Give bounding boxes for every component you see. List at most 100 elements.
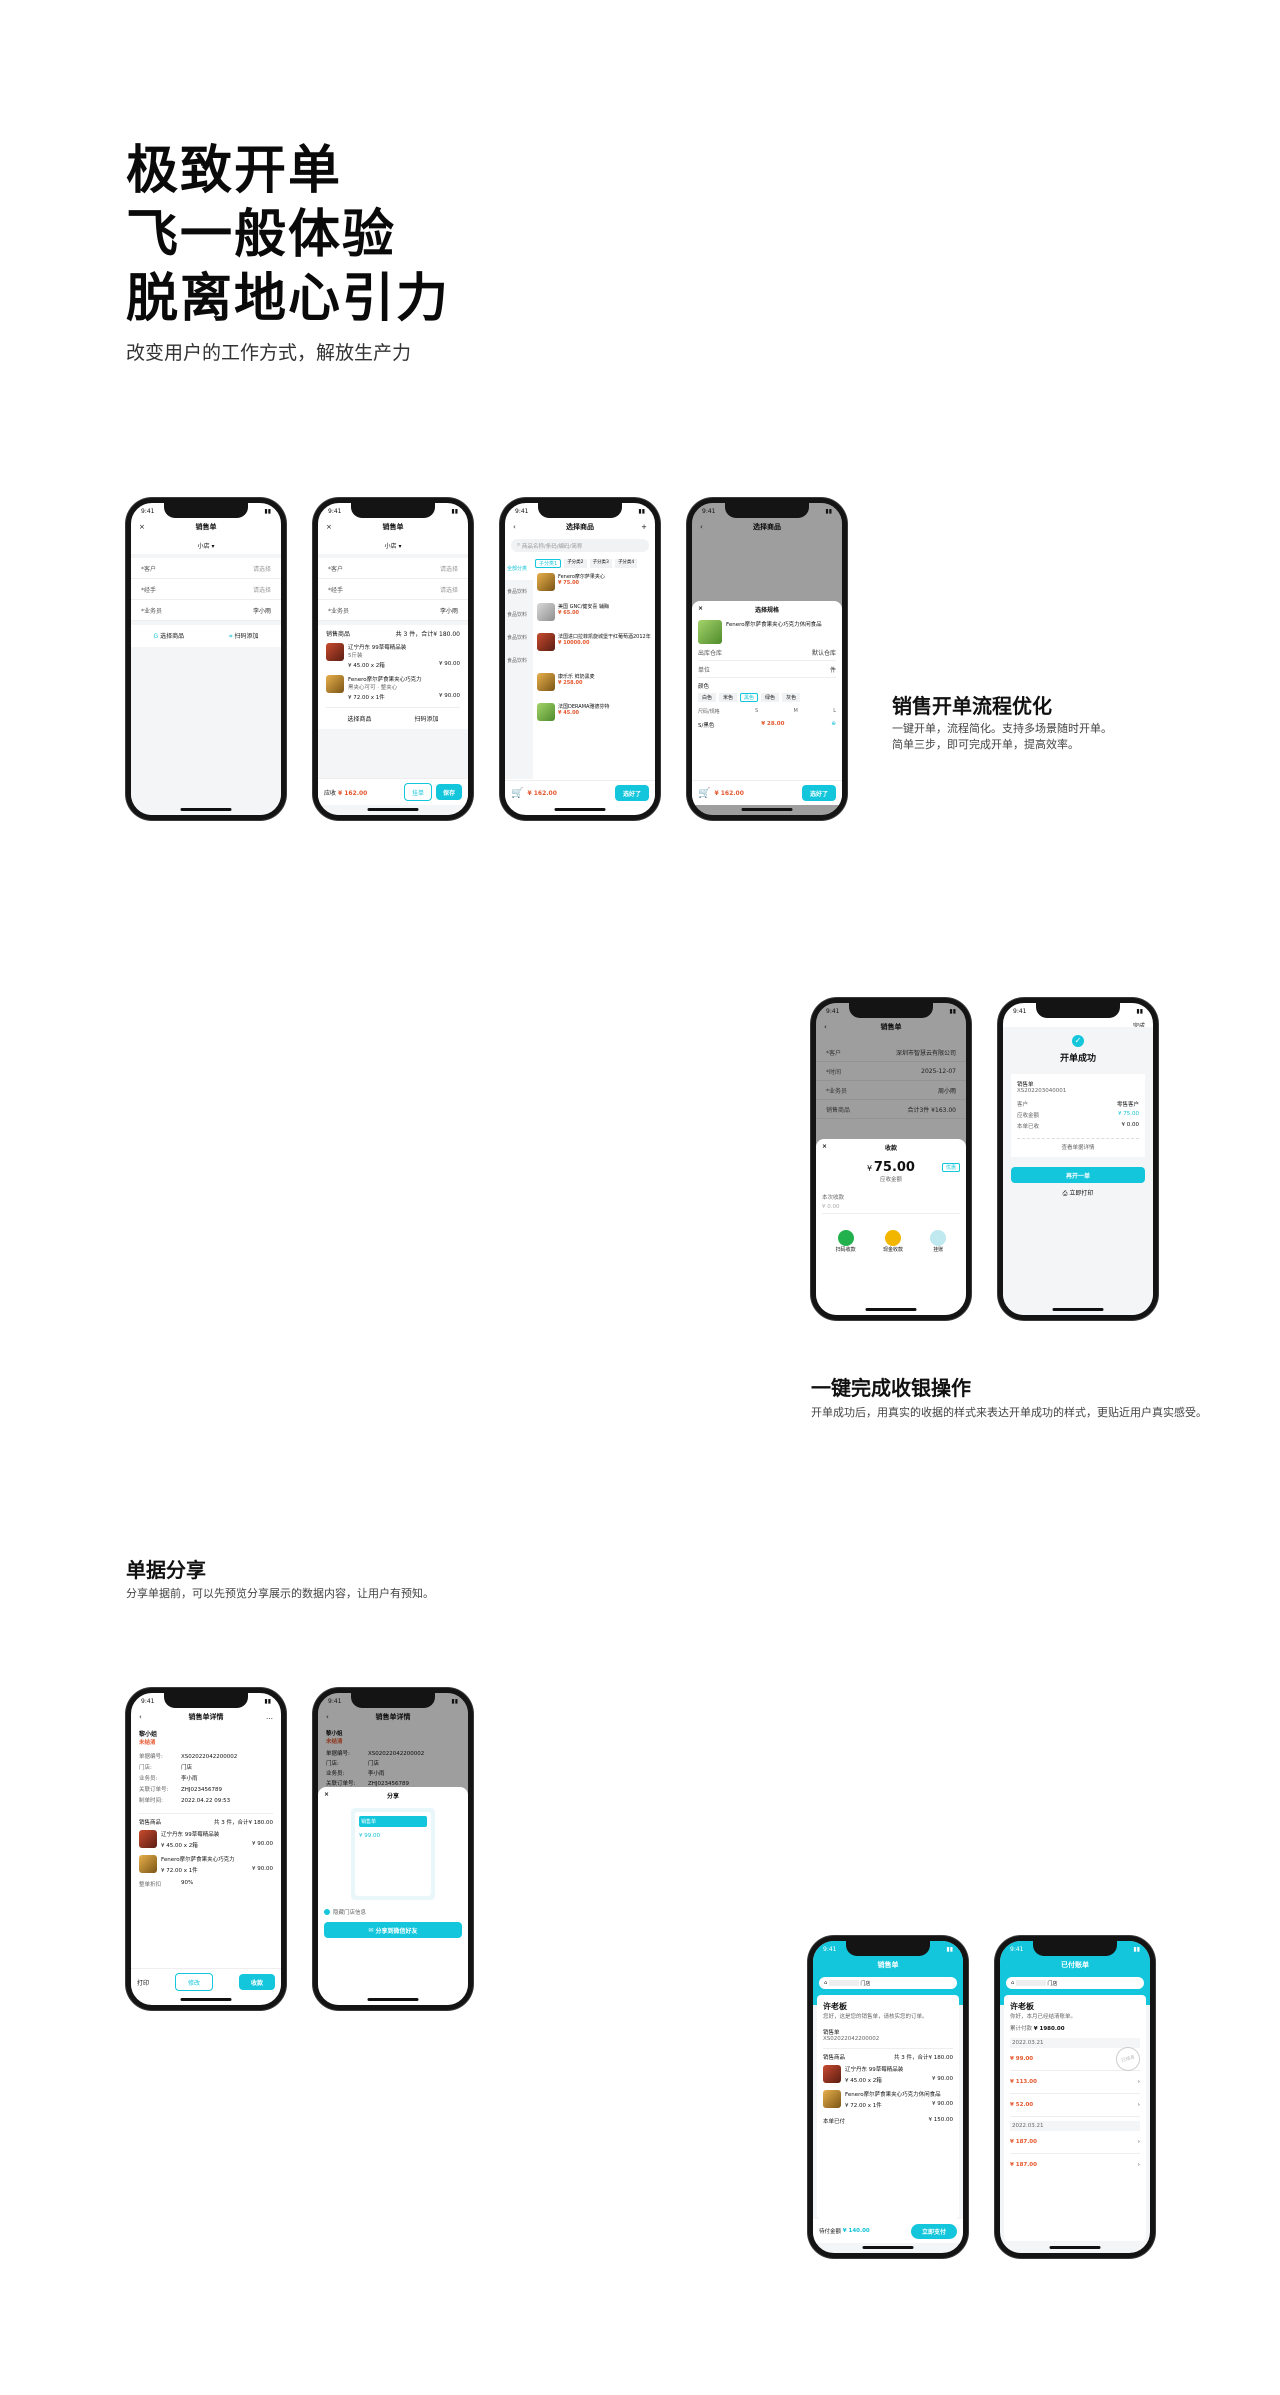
actual-input[interactable]: ¥ 0.00 — [822, 1201, 960, 1214]
chip[interactable]: 子分类3 — [589, 559, 612, 568]
category-item[interactable]: 食品饮料 — [507, 612, 528, 618]
bill-row[interactable]: ¥ 187.00› — [1010, 2154, 1140, 2176]
product-image — [823, 2065, 841, 2083]
product-name: Fenero摩尔萨食果夹心巧克力休闲食品 — [726, 622, 822, 628]
store-selector[interactable]: 小店 — [384, 543, 397, 550]
customer-field[interactable]: 请选择 — [252, 565, 271, 573]
pay-now-button[interactable]: 立即支付 — [911, 2223, 957, 2239]
bill-row[interactable]: ¥ 187.00› — [1010, 2131, 1140, 2154]
color-option-selected[interactable]: 黑色 — [740, 693, 759, 702]
confirm-button[interactable]: 选好了 — [802, 785, 836, 801]
share-wechat-button[interactable]: ✉ 分享到微信好友 — [324, 1922, 462, 1938]
bill-row[interactable]: ¥ 52.00› — [1010, 2094, 1140, 2117]
section-cashier-desc: 开单成功后，用真实的收据的样式来表达开单成功的样式，更贴近用户真实感受。 — [811, 1406, 1207, 1419]
chip[interactable]: 子分类1 — [535, 559, 562, 568]
confirm-button[interactable]: 选好了 — [615, 785, 649, 801]
list-item[interactable]: 辽宁丹东 99草莓精品装¥ 45.00 x 2箱¥ 90.00 — [139, 1830, 273, 1849]
sheet-title: 收款 — [884, 1145, 897, 1152]
size-option[interactable]: M — [793, 708, 798, 714]
view-detail-link[interactable]: 查看单据详情 — [1017, 1138, 1139, 1151]
product-image — [537, 603, 555, 621]
discount-button[interactable]: 优惠 — [941, 1163, 960, 1172]
size-option[interactable]: L — [833, 708, 836, 714]
back-icon[interactable]: ‹ — [700, 523, 703, 531]
add-icon[interactable]: + — [641, 523, 647, 531]
bottom-bar: 🛒 ¥ 162.00 选好了 — [505, 780, 655, 805]
doc-number: XS02022042200002 — [823, 2036, 880, 2042]
category-item[interactable]: 食品饮料 — [507, 589, 528, 595]
credit-pay-button[interactable]: 挂账 — [930, 1230, 947, 1253]
cash-pay-button[interactable]: 现金收款 — [883, 1230, 903, 1253]
goods-icon: G — [153, 633, 159, 640]
scan-add-button[interactable]: 扫码添加 — [414, 716, 439, 723]
scan-add-button[interactable]: ⌗ 扫码添加 — [229, 631, 258, 641]
shop-selector[interactable]: ⌂ 门店 — [1006, 1977, 1144, 1989]
battery-icon: ▮▮ — [949, 1007, 956, 1015]
product-row[interactable]: 法国DERAMA雅德芬特¥ 45.00 — [537, 703, 651, 733]
close-icon[interactable]: × — [324, 1791, 330, 1798]
category-item[interactable]: 全部分类 — [505, 557, 533, 580]
product-row[interactable]: 康乐乐 鲜奶黑麦¥ 258.00 — [537, 673, 651, 703]
goods-summary: 共 3 件，合计¥ 180.00 — [894, 2055, 953, 2061]
item-name: 辽宁丹东 99草莓精品装 — [845, 2067, 904, 2073]
handler-field[interactable]: 请选择 — [439, 586, 458, 594]
close-icon[interactable]: × — [822, 1143, 828, 1150]
bill-amount: ¥ 113.00 — [1010, 2079, 1037, 2085]
salesman-field[interactable]: 李小雨 — [439, 607, 458, 615]
list-item[interactable]: Fenero摩尔萨食果夹心巧克力 黑夹心可可 · 整夹心 ¥ 72.00 x 1… — [326, 675, 460, 701]
select-goods-button[interactable]: G 选择商品 — [154, 631, 185, 641]
edit-button[interactable]: 修改 — [175, 1973, 213, 1991]
color-option[interactable]: 白色 — [698, 693, 717, 702]
save-button[interactable]: 保存 — [436, 784, 462, 800]
unit-field[interactable]: 件 — [829, 666, 836, 674]
cart-icon[interactable]: 🛒 — [511, 787, 524, 799]
list-item[interactable]: Fenero摩尔萨食果夹心巧克力¥ 72.00 x 1件¥ 90.00 — [139, 1855, 273, 1874]
collect-button[interactable]: 收款 — [238, 1974, 275, 1990]
select-goods-button[interactable]: 选择商品 — [347, 716, 372, 723]
back-icon[interactable]: ‹ — [513, 523, 516, 531]
category-item[interactable]: 食品饮料 — [507, 658, 528, 664]
print-button[interactable]: 打印 — [137, 1979, 150, 1987]
phone-notch — [846, 1941, 930, 1956]
search-input[interactable]: ⌕ 商品名称/条码/编码/简称 — [511, 539, 649, 552]
warehouse-field[interactable]: 默认仓库 — [811, 649, 836, 657]
new-order-button[interactable]: 再开一单 — [1011, 1167, 1145, 1183]
back-icon[interactable]: ‹ — [326, 1713, 329, 1721]
done-button[interactable]: 完成 — [1133, 1021, 1145, 1030]
hero-subtitle: 改变用户的工作方式，解放生产力 — [126, 342, 412, 364]
list-item[interactable]: Fenero摩尔萨食果夹心巧克力休闲食品¥ 72.00 x 1件¥ 90.00 — [823, 2090, 953, 2109]
size-option[interactable]: S — [755, 708, 759, 714]
color-option[interactable]: 灰色 — [782, 693, 801, 702]
handler-field[interactable]: 请选择 — [252, 586, 271, 594]
color-option[interactable]: 米色 — [719, 693, 738, 702]
color-option[interactable]: 绿色 — [761, 693, 780, 702]
shop-selector[interactable]: ⌂ 门店 — [819, 1977, 957, 1989]
customer-field[interactable]: 请选择 — [439, 565, 458, 573]
scan-pay-button[interactable]: 扫码收款 — [836, 1230, 856, 1253]
product-row[interactable]: 美国 GNC/健安喜 辅酶¥ 65.00 — [537, 603, 651, 633]
chip[interactable]: 子分类2 — [564, 559, 587, 568]
hold-button[interactable]: 挂单 — [404, 783, 432, 801]
home-indicator — [865, 1308, 917, 1311]
chip[interactable]: 子分类4 — [614, 559, 638, 568]
goods-summary: 共 3 件，合计¥ 180.00 — [214, 1820, 273, 1826]
stepper-plus[interactable]: ⊕ — [831, 721, 836, 727]
back-icon[interactable]: ‹ — [824, 1023, 827, 1031]
close-icon[interactable]: × — [326, 523, 332, 531]
more-icon[interactable]: … — [266, 1713, 273, 1721]
print-button[interactable]: ⎙ 立即打印 — [1003, 1188, 1153, 1198]
close-icon[interactable]: × — [139, 523, 145, 531]
back-icon[interactable]: ‹ — [139, 1713, 142, 1721]
store-selector[interactable]: 小店 — [197, 543, 210, 550]
product-row[interactable]: 法国进口拉菲凯旋城堡干红葡萄酒2012年¥ 10000.00 — [537, 633, 651, 673]
product-row[interactable]: Fenero摩尔萨果夹心¥ 75.00 — [537, 573, 651, 603]
cart-icon[interactable]: 🛒 — [698, 787, 711, 799]
checkbox[interactable] — [324, 1909, 330, 1915]
category-item[interactable]: 食品饮料 — [507, 635, 528, 641]
bill-row[interactable]: ¥ 113.00› — [1010, 2071, 1140, 2094]
salesman-field[interactable]: 李小雨 — [252, 607, 271, 615]
list-item[interactable]: 辽宁丹东 99草莓精品装 5斤装 ¥ 45.00 x 2箱¥ 90.00 — [326, 643, 460, 669]
close-icon[interactable]: × — [698, 605, 704, 612]
list-item[interactable]: 辽宁丹东 99草莓精品装¥ 45.00 x 2箱¥ 90.00 — [823, 2065, 953, 2084]
